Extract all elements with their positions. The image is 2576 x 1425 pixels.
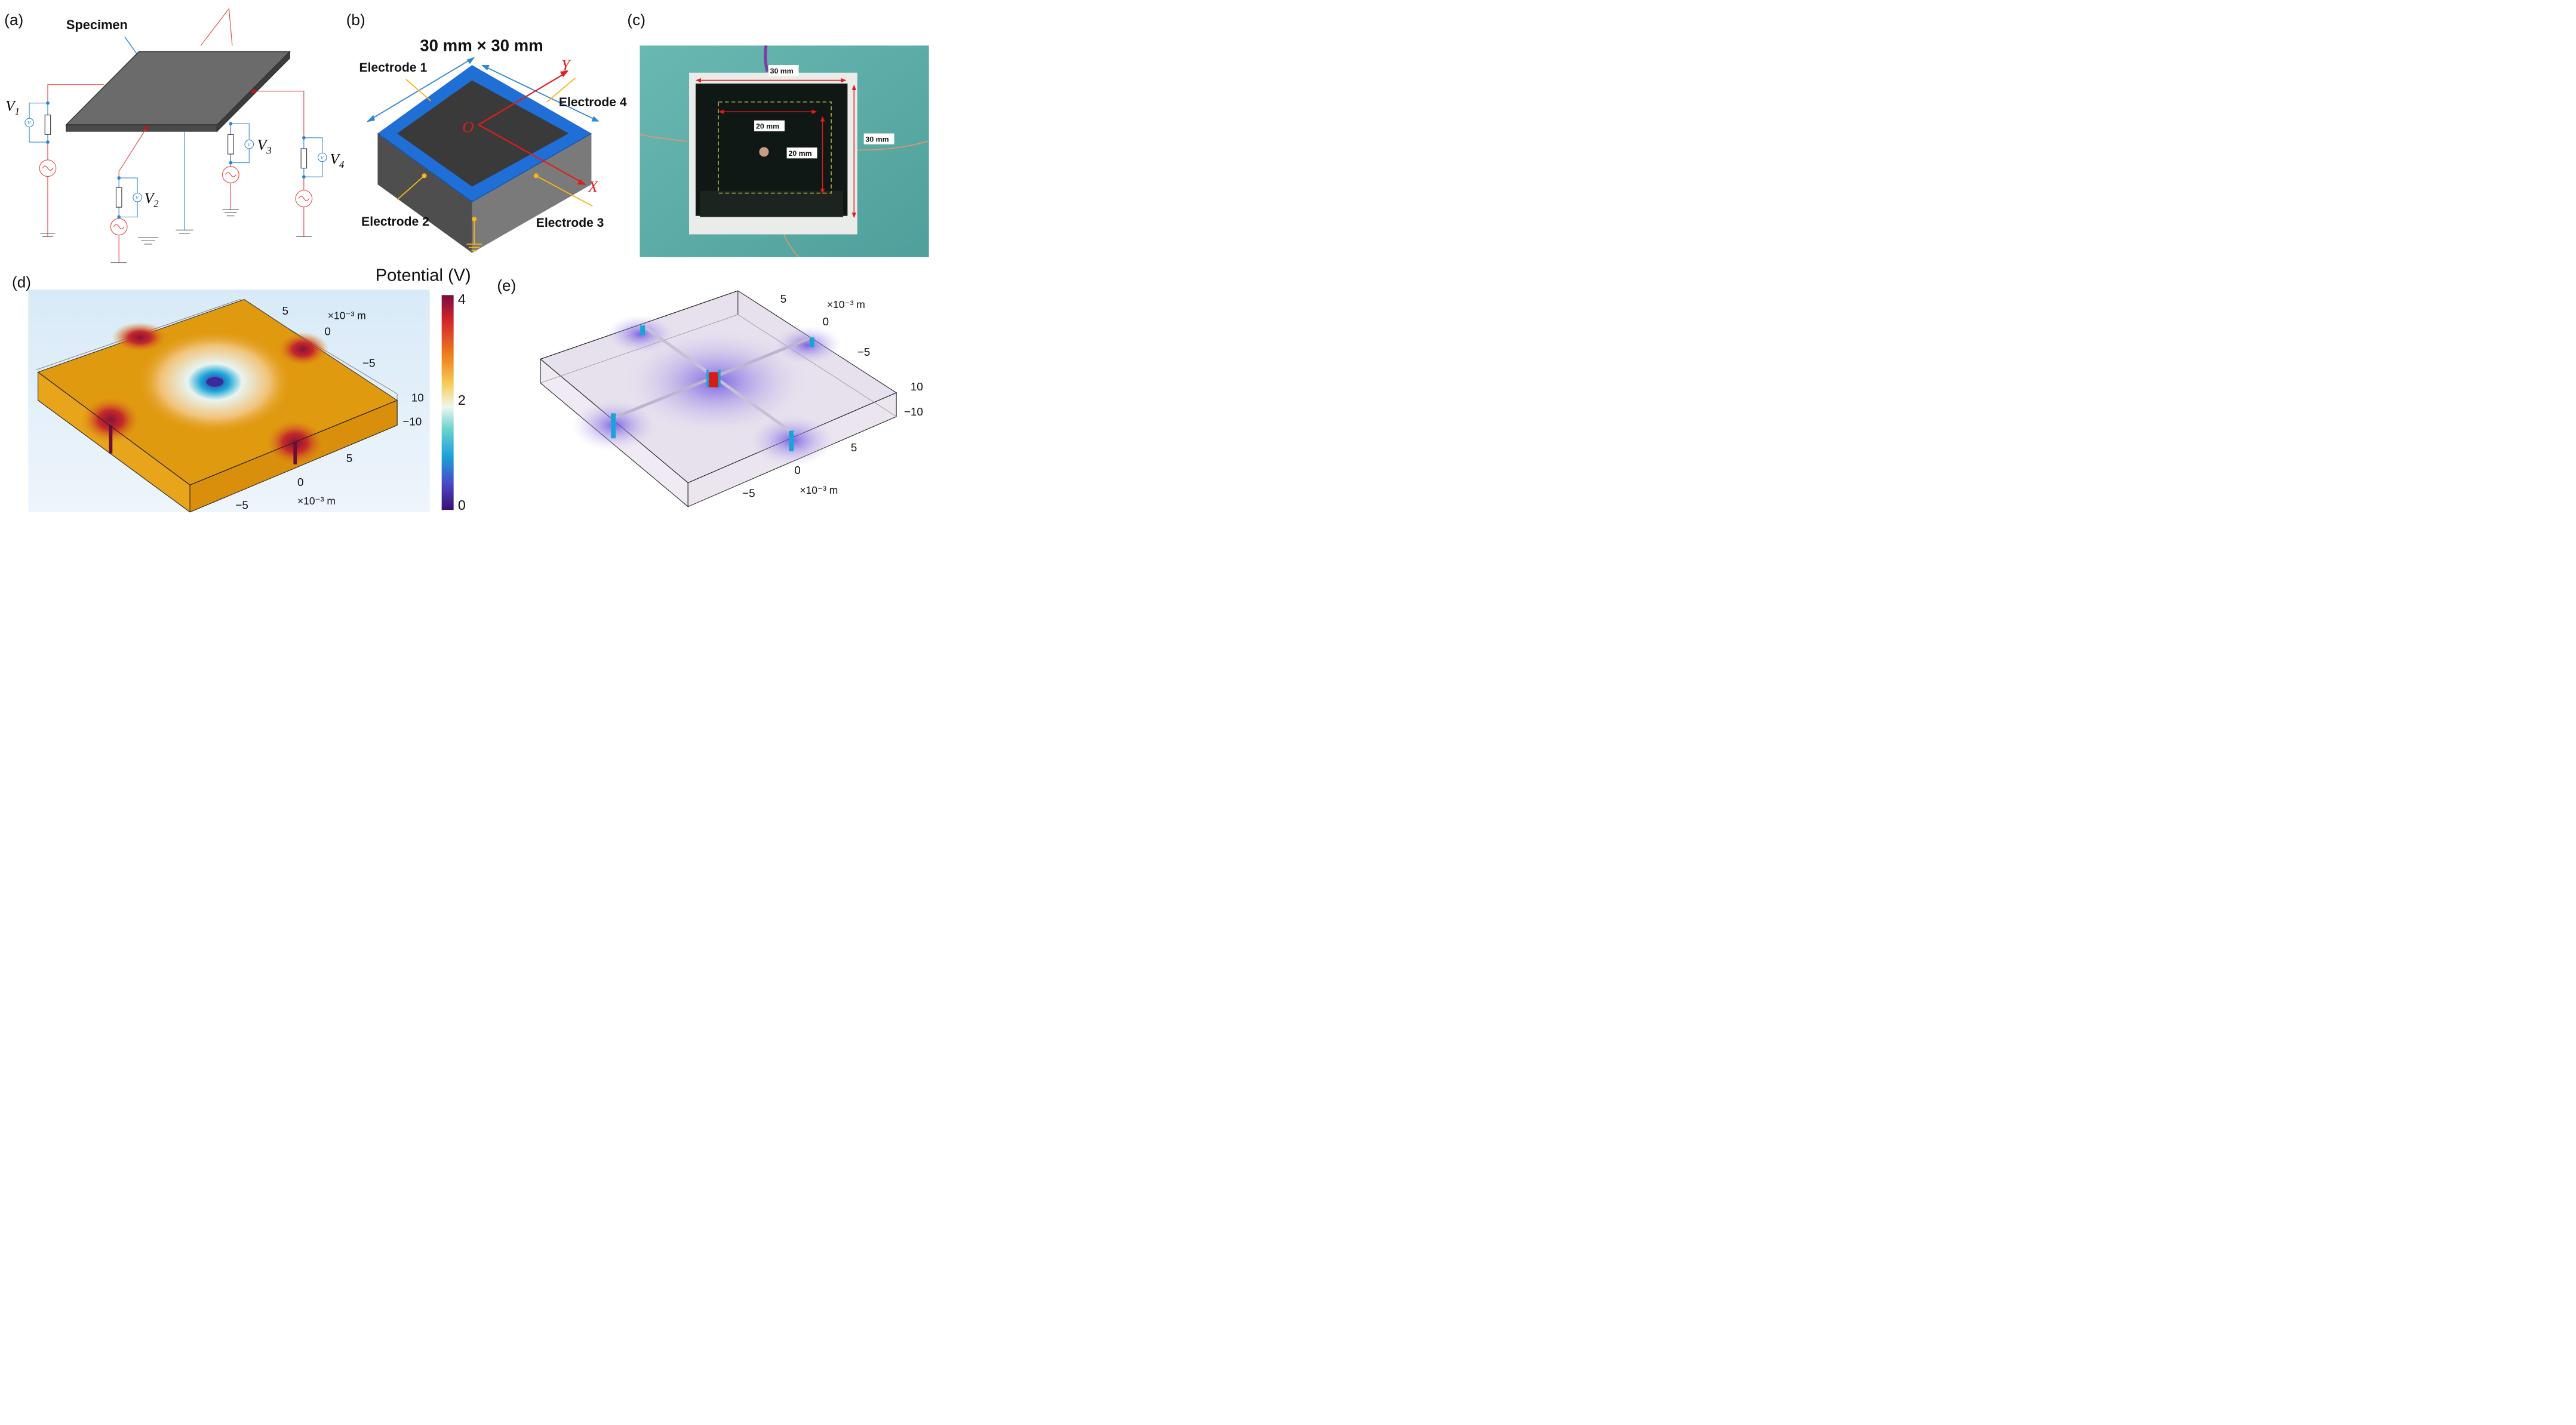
ac-source-icon xyxy=(295,190,313,207)
colorbar-tick: 0 xyxy=(458,497,466,513)
meter-v3: V xyxy=(228,122,254,165)
figure: (a) Specimen V V xyxy=(4,8,933,513)
colorbar-tick: 4 xyxy=(458,291,466,307)
tick-label: −5 xyxy=(857,346,871,359)
top-wire xyxy=(200,8,233,46)
voltage-label-v3: V3 xyxy=(257,136,272,156)
ground-icon xyxy=(176,229,193,234)
tick-label: 10 xyxy=(411,392,424,404)
electrode-3-label: Electrode 3 xyxy=(536,216,604,230)
meter-v1: V xyxy=(24,101,51,144)
tick-label: 0 xyxy=(823,316,829,328)
svg-text:V: V xyxy=(320,155,324,161)
colorbar-title: Potential (V) xyxy=(376,266,471,285)
svg-text:V: V xyxy=(247,141,251,147)
wire-v1 xyxy=(47,84,104,102)
tick-label: −5 xyxy=(362,357,376,370)
box-right-face xyxy=(472,133,592,253)
wire-v2 xyxy=(118,128,147,178)
tick-label: 5 xyxy=(282,305,289,318)
panel-a: (a) Specimen V V xyxy=(4,8,344,263)
axis-origin-label: O xyxy=(462,118,474,136)
voltage-label-v1: V1 xyxy=(5,97,20,117)
ground-icon xyxy=(222,209,239,217)
dim-label-right: 30 mm xyxy=(866,135,889,143)
ground-icon xyxy=(137,237,159,245)
ac-source-icon xyxy=(110,218,128,236)
tick-label: −5 xyxy=(235,499,248,512)
voltage-label-v2: V2 xyxy=(145,189,159,210)
x-axis-arrow xyxy=(478,124,582,183)
wire-v4 xyxy=(253,91,305,137)
dimension-label: 30 mm × 30 mm xyxy=(420,36,543,54)
panel-e: (e) 5 0 −5 10 −10 5 0 −5 ×10⁻ xyxy=(497,276,933,508)
panel-c: (c) 30 mm 30 mm 20 mm 20 mm xyxy=(627,11,929,258)
ground-icon xyxy=(466,236,482,251)
panel-b-label: (b) xyxy=(346,11,365,29)
colorbar: Potential (V) 4 2 0 xyxy=(376,266,471,513)
svg-text:V: V xyxy=(27,120,32,126)
panel-b: (b) 30 mm × 30 mm xyxy=(346,11,627,253)
panel-e-label: (e) xyxy=(497,276,516,294)
colorbar-tick: 2 xyxy=(458,392,466,408)
meter-v4: V xyxy=(300,136,327,179)
panel-a-label: (a) xyxy=(4,11,23,29)
dashed-region xyxy=(718,101,832,194)
axis-x-label: X xyxy=(588,178,599,196)
tick-label: 5 xyxy=(780,293,787,306)
unit-label: ×10⁻³ m xyxy=(827,298,865,310)
dim-label-inner-v: 20 mm xyxy=(788,149,811,158)
tick-label: 0 xyxy=(794,464,801,477)
ac-source-icon xyxy=(39,159,57,177)
tick-label: 5 xyxy=(346,453,353,465)
dim-label-top: 30 mm xyxy=(770,67,794,75)
unit-label: ×10⁻³ m xyxy=(328,309,366,321)
tick-label: −5 xyxy=(742,487,755,500)
panel-c-label: (c) xyxy=(627,11,645,29)
panel-d-label: (d) xyxy=(12,273,31,291)
voltage-label-v4: V4 xyxy=(330,150,344,170)
tick-label: −10 xyxy=(904,406,923,418)
meter-v2: V xyxy=(115,176,142,219)
center-hotspot xyxy=(708,372,719,387)
specimen-top xyxy=(397,80,569,187)
tick-label: 5 xyxy=(851,442,857,454)
y-axis-arrow xyxy=(478,73,565,125)
tick-label: 10 xyxy=(911,381,923,393)
colorbar-gradient xyxy=(441,295,454,510)
electrode-4-label: Electrode 4 xyxy=(559,96,627,109)
specimen-label: Specimen xyxy=(66,17,128,32)
contact-point xyxy=(251,89,256,93)
unit-label: ×10⁻³ m xyxy=(297,495,336,507)
svg-text:V: V xyxy=(136,195,140,201)
ground-icon xyxy=(40,233,56,237)
tick-label: 0 xyxy=(324,326,331,338)
box-left-face xyxy=(377,133,472,253)
tick-label: 0 xyxy=(297,476,304,489)
tick-label: −10 xyxy=(402,416,422,428)
panel-d: (d) 5 0 −5 10 −10 5 0 −5 ×10⁻³ m ×1 xyxy=(12,273,430,513)
electrode-2-label: Electrode 2 xyxy=(361,215,429,229)
contact-point xyxy=(145,126,149,130)
unit-label: ×10⁻³ m xyxy=(800,484,838,496)
dim-label-inner-h: 20 mm xyxy=(756,122,779,131)
ac-source-icon xyxy=(222,166,239,183)
specimen-plate-front xyxy=(66,124,218,132)
electrode-1-label: Electrode 1 xyxy=(359,61,428,75)
axis-y-label: Y xyxy=(561,56,572,74)
